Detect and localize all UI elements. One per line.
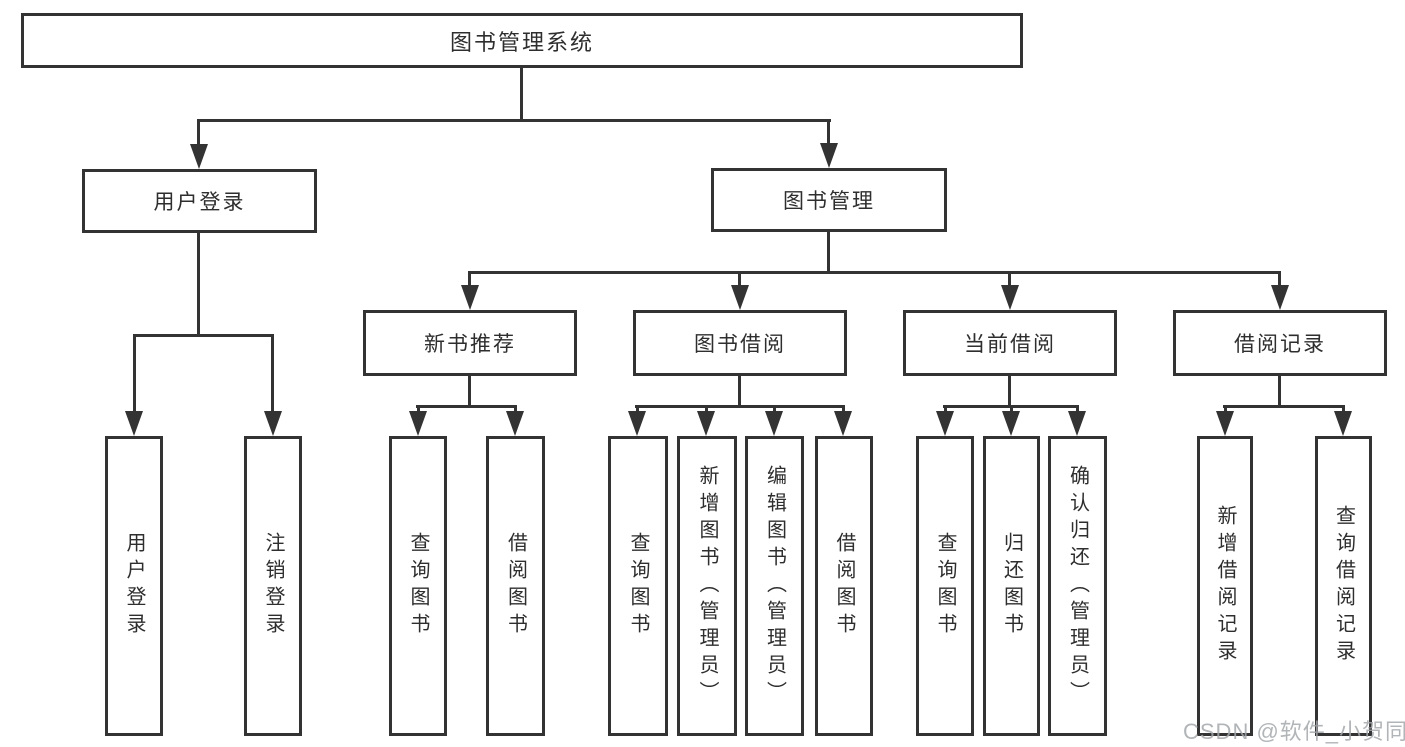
arrow-down-icon: [834, 411, 852, 436]
connector-line: [468, 271, 1281, 274]
leaf-query-books-1-label: 查询图书: [407, 532, 429, 640]
leaf-edit-book-admin-label: 编辑图书（管理员）: [763, 464, 786, 708]
connector-line: [417, 405, 420, 415]
connector-line: [842, 405, 845, 415]
connector-line: [197, 231, 200, 337]
arrow-down-icon: [936, 411, 954, 436]
leaf-add-book-admin-label: 新增图书（管理员）: [696, 464, 718, 708]
connector-line: [1076, 405, 1079, 415]
connector-line: [271, 334, 274, 414]
arrow-down-icon: [1271, 285, 1289, 310]
node-book-mgmt-label: 图书管理: [783, 190, 875, 213]
node-borrow-records: 借阅记录: [1173, 310, 1387, 376]
connector-line: [1278, 374, 1281, 408]
leaf-confirm-return-admin-label: 确认归还（管理员）: [1066, 464, 1089, 708]
arrow-down-icon: [697, 411, 715, 436]
leaf-add-borrow-record-label: 新增借阅记录: [1214, 505, 1236, 667]
connector-line: [1010, 405, 1013, 415]
connector-line: [133, 334, 136, 414]
connector-line: [944, 405, 947, 415]
node-current-borrow-label: 当前借阅: [964, 333, 1056, 356]
node-user-login-label: 用户登录: [153, 191, 246, 214]
leaf-borrow-books-2: 借阅图书: [815, 436, 873, 736]
leaf-edit-book-admin: 编辑图书（管理员）: [745, 436, 804, 736]
arrow-down-icon: [1334, 411, 1352, 436]
connector-line: [1008, 374, 1011, 408]
node-root: 图书管理系统: [21, 13, 1023, 68]
arrow-down-icon: [190, 144, 208, 169]
arrow-down-icon: [409, 411, 427, 436]
connector-line: [1008, 271, 1011, 288]
node-book-mgmt: 图书管理: [711, 168, 947, 232]
connector-line: [738, 374, 741, 408]
leaf-logout-label: 注销登录: [262, 532, 284, 640]
arrow-down-icon: [1001, 285, 1019, 310]
leaf-logout: 注销登录: [244, 436, 302, 736]
leaf-borrow-books-2-label: 借阅图书: [833, 532, 855, 640]
arrow-down-icon: [1216, 411, 1234, 436]
leaf-query-borrow-record: 查询借阅记录: [1315, 436, 1372, 736]
leaf-query-books-1: 查询图书: [389, 436, 447, 736]
connector-line: [705, 405, 708, 415]
leaf-query-books-2: 查询图书: [608, 436, 668, 736]
leaf-add-book-admin: 新增图书（管理员）: [677, 436, 737, 736]
leaf-query-books-3: 查询图书: [916, 436, 974, 736]
leaf-query-books-2-label: 查询图书: [627, 532, 649, 640]
connector-line: [468, 271, 471, 288]
connector-line: [197, 119, 200, 148]
connector-line: [468, 374, 471, 408]
connector-line: [1278, 271, 1281, 288]
connector-line: [827, 119, 830, 147]
connector-line: [738, 271, 741, 288]
node-book-borrow: 图书借阅: [633, 310, 847, 376]
leaf-user-login-label: 用户登录: [123, 532, 145, 640]
arrow-down-icon: [765, 411, 783, 436]
node-book-borrow-label: 图书借阅: [694, 333, 786, 356]
connector-line: [827, 230, 830, 274]
connector-line: [1223, 405, 1345, 408]
connector-line: [197, 119, 831, 122]
connector-line: [514, 405, 517, 415]
connector-line: [635, 405, 845, 408]
leaf-user-login: 用户登录: [105, 436, 163, 736]
connector-line: [636, 405, 639, 415]
node-current-borrow: 当前借阅: [903, 310, 1117, 376]
connector-line: [416, 405, 517, 408]
leaf-confirm-return-admin: 确认归还（管理员）: [1048, 436, 1107, 736]
leaf-query-books-3-label: 查询图书: [934, 532, 956, 640]
arrow-down-icon: [820, 143, 838, 168]
leaf-return-book: 归还图书: [983, 436, 1040, 736]
connector-line: [1342, 405, 1345, 415]
connector-line: [773, 405, 776, 415]
node-user-login: 用户登录: [82, 169, 317, 233]
leaf-return-book-label: 归还图书: [1000, 532, 1023, 640]
arrow-down-icon: [264, 411, 282, 436]
leaf-add-borrow-record: 新增借阅记录: [1197, 436, 1253, 736]
node-new-book-recommend: 新书推荐: [363, 310, 577, 376]
node-borrow-records-label: 借阅记录: [1234, 333, 1326, 356]
leaf-borrow-books-1-label: 借阅图书: [504, 532, 527, 640]
arrow-down-icon: [1002, 411, 1020, 436]
leaf-query-borrow-record-label: 查询借阅记录: [1332, 505, 1355, 667]
connector-line: [520, 66, 523, 122]
connector-line: [133, 334, 274, 337]
arrow-down-icon: [628, 411, 646, 436]
node-root-label: 图书管理系统: [449, 29, 594, 55]
node-new-book-recommend-label: 新书推荐: [424, 333, 516, 356]
arrow-down-icon: [125, 411, 143, 436]
arrow-down-icon: [506, 411, 524, 436]
connector-line: [1224, 405, 1227, 415]
arrow-down-icon: [1068, 411, 1086, 436]
arrow-down-icon: [461, 285, 479, 310]
leaf-borrow-books-1: 借阅图书: [486, 436, 545, 736]
arrow-down-icon: [731, 285, 749, 310]
